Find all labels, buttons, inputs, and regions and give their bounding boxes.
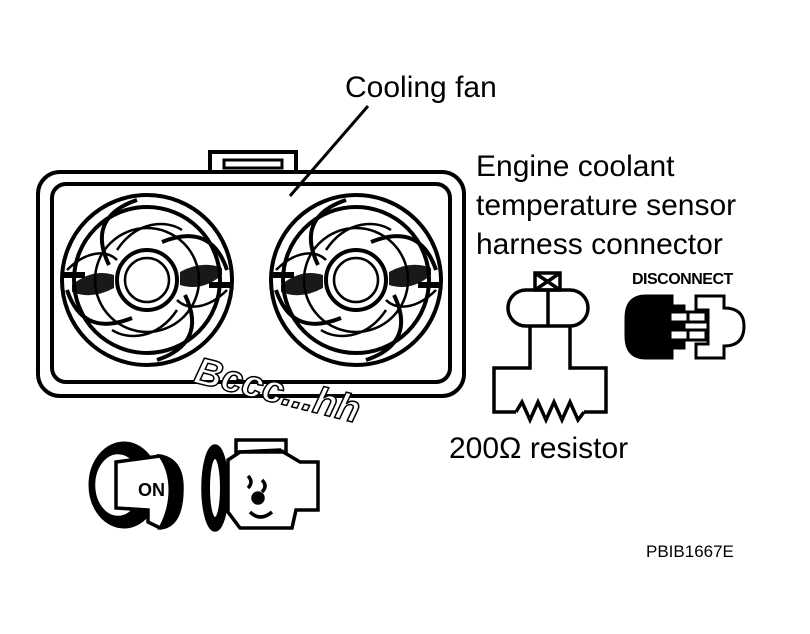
cooling-fan-label: Cooling fan [345, 71, 497, 104]
fan-housing [36, 150, 466, 398]
connector-icon [492, 271, 608, 414]
ignition-on-label: ON [138, 480, 165, 500]
fan-right [271, 195, 441, 365]
resistor-label: 200Ω resistor [449, 432, 629, 465]
disconnect-label: DISCONNECT [632, 271, 733, 288]
disconnect-icon [624, 294, 746, 360]
ignition-key-icon [88, 441, 184, 530]
engine-icon [201, 438, 320, 532]
sensor-label-line3: harness connector [476, 228, 723, 261]
sensor-label-line2: temperature sensor [476, 189, 737, 222]
resistor-icon [514, 397, 586, 425]
fan-left [62, 195, 232, 365]
leader-line [288, 105, 370, 197]
figure-id-label: PBIB1667E [646, 542, 734, 561]
sensor-label-line1: Engine coolant [476, 150, 675, 183]
